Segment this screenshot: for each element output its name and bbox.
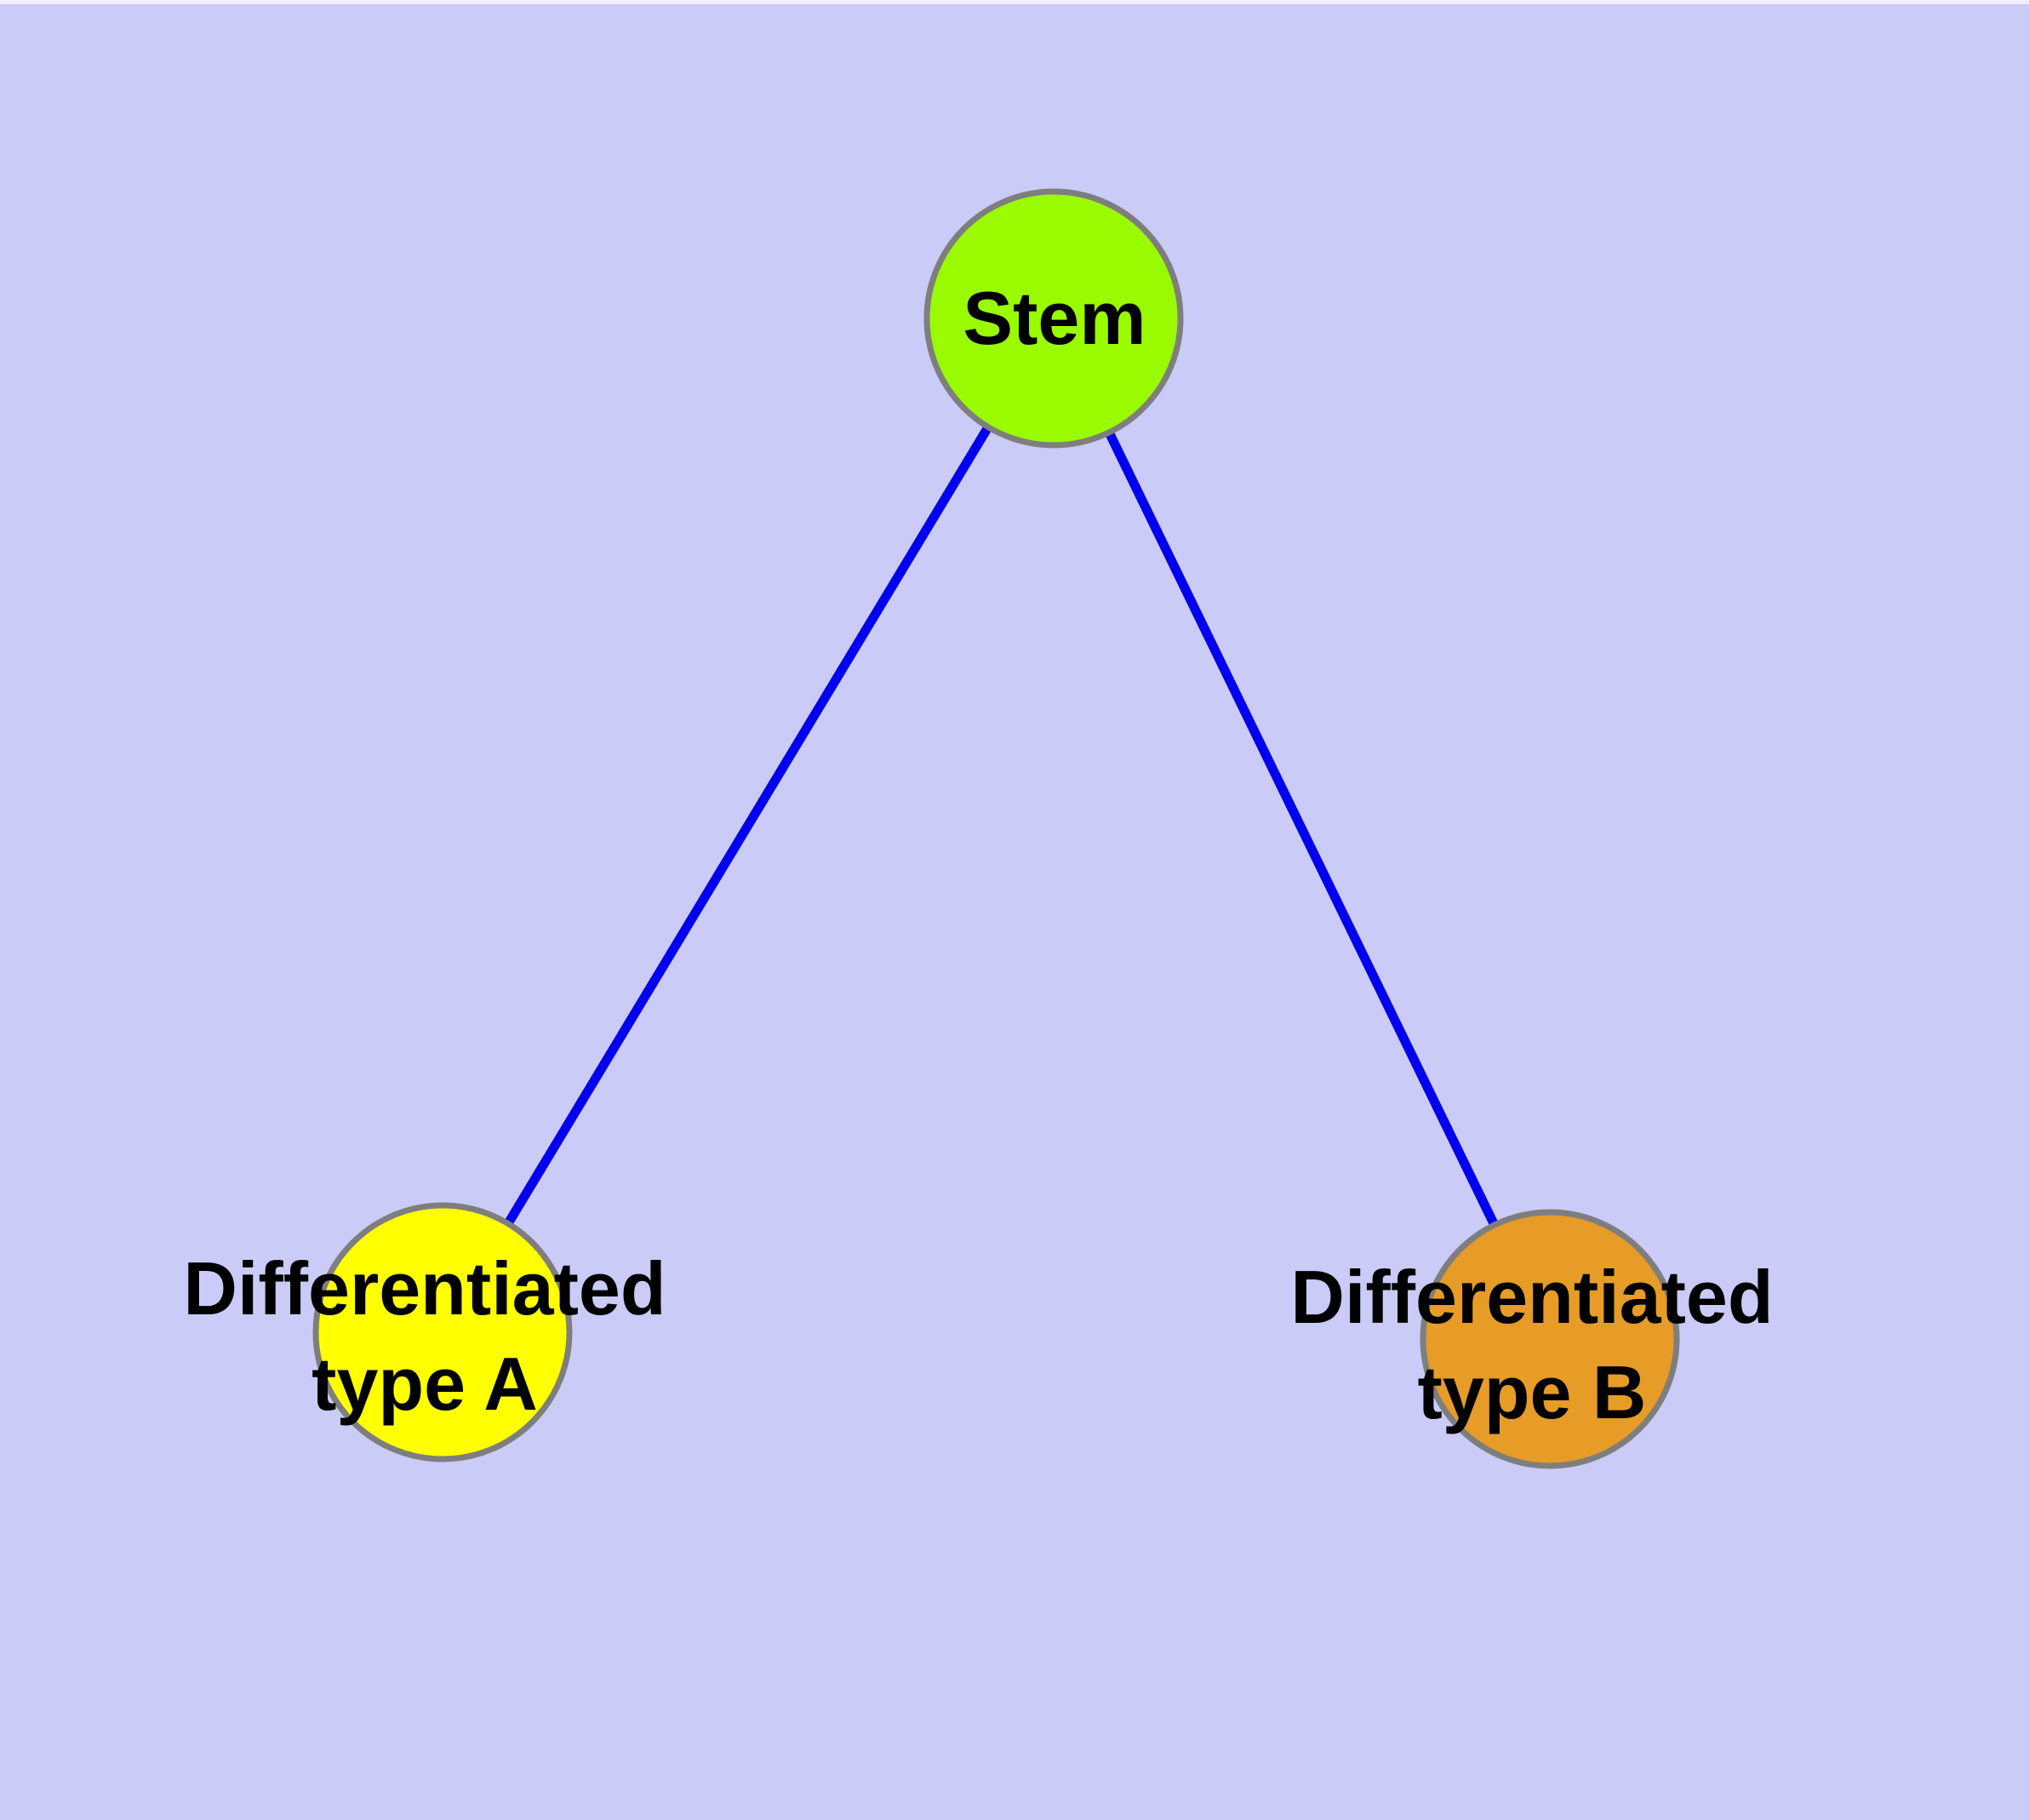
node-label-type-a-line2: type A	[311, 1342, 538, 1426]
node-differentiated-type-a	[312, 1202, 573, 1462]
node-label-type-a-line1: Differentiated	[183, 1246, 666, 1331]
edge-stem-to-type-b	[1049, 316, 1554, 1342]
node-label-type-b-line1: Differentiated	[1290, 1255, 1774, 1339]
node-label-stem-line1: Stem	[963, 276, 1146, 360]
node-label-stem: Stem	[963, 271, 1146, 366]
edge-stem-to-type-a	[438, 316, 1058, 1335]
node-stem	[923, 188, 1184, 449]
node-label-type-b-line2: type B	[1417, 1350, 1647, 1434]
node-label-differentiated-type-b: Differentiated type B	[1290, 1250, 1773, 1440]
node-label-differentiated-type-a: Differentiated type A	[183, 1241, 666, 1432]
top-edge-highlight	[0, 0, 2029, 4]
node-differentiated-type-b	[1420, 1209, 1680, 1469]
